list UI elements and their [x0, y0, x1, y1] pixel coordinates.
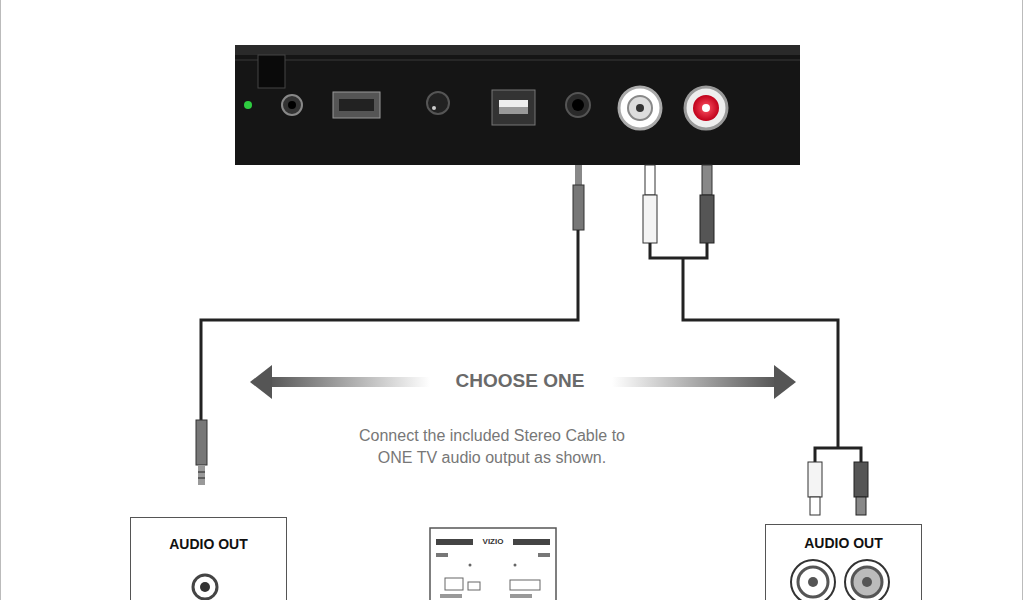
- instruction-note: Connect the included Stereo Cable to ONE…: [342, 425, 642, 470]
- panel-heading: AUDIO OUT: [131, 536, 286, 552]
- panel-heading: AUDIO OUT: [766, 535, 921, 551]
- brand-mark: VIZIO: [474, 538, 512, 547]
- choose-one-heading: CHOOSE ONE: [430, 370, 610, 393]
- rca-stereo-cable: [643, 165, 868, 515]
- rca-jacks: [791, 560, 889, 600]
- audio-output-panel: AUDIO OUT: [765, 524, 922, 600]
- tv-rear: [430, 528, 556, 600]
- device-rear-panel: [235, 45, 800, 165]
- audio-output-panel: AUDIO OUT: [130, 517, 287, 600]
- mini-jack: [193, 575, 217, 599]
- choose-arrows: [250, 365, 796, 399]
